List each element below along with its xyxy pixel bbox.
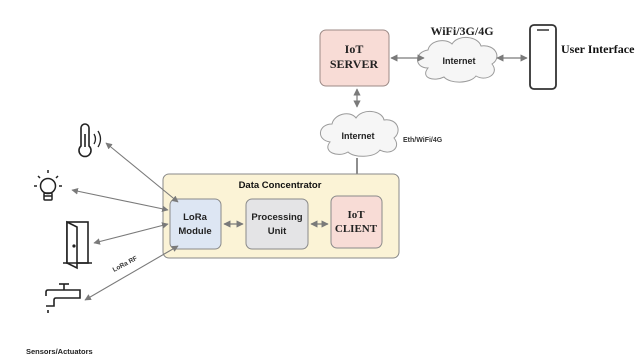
iot-server-line2: SERVER: [330, 57, 379, 71]
iot-client-node: IoT CLIENT: [330, 195, 383, 249]
wifi-3g-4g-label: WiFi/3G/4G: [430, 24, 493, 38]
iot-server-line1: IoT: [345, 42, 364, 56]
data-concentrator-title: Data Concentrator: [239, 180, 322, 191]
light-bulb-icon: [34, 170, 62, 201]
lora-module-line2: Module: [178, 226, 211, 237]
processing-unit-node: Processing Unit: [245, 198, 309, 250]
bulb-lora-arrow: [71, 187, 169, 213]
data-concentrator: Data Concentrator LoRa Module Processing…: [162, 173, 400, 259]
thermometer-icon: [78, 123, 102, 158]
middle-internet-label: Internet: [341, 131, 374, 141]
iot-client-line1: IoT: [347, 209, 365, 221]
door-icon: [63, 220, 92, 270]
middle-internet-cloud: Internet: [320, 111, 399, 157]
faucet-icon: [45, 283, 81, 313]
processing-unit-line1: Processing: [251, 212, 302, 223]
iot-client-line2: CLIENT: [335, 223, 378, 235]
faucet-lora-arrow: [84, 245, 179, 301]
door-lora-arrow: [93, 222, 169, 245]
user-interface-label: User Interface: [561, 42, 635, 56]
top-internet-label: Internet: [442, 56, 475, 66]
top-internet-cloud: Internet: [417, 37, 498, 83]
sensors-actuators-label: Sensors/Actuators: [26, 347, 93, 356]
processing-unit-line2: Unit: [268, 226, 287, 237]
phone-icon: [529, 24, 557, 90]
lora-module-node: LoRa Module: [169, 198, 222, 250]
iot-server-node: IoT SERVER: [319, 29, 390, 87]
thermometer-lora-arrow: [105, 142, 179, 203]
lora-module-line1: LoRa: [183, 212, 207, 223]
eth-wifi-4g-label: Eth/WiFi/4G: [403, 137, 443, 144]
